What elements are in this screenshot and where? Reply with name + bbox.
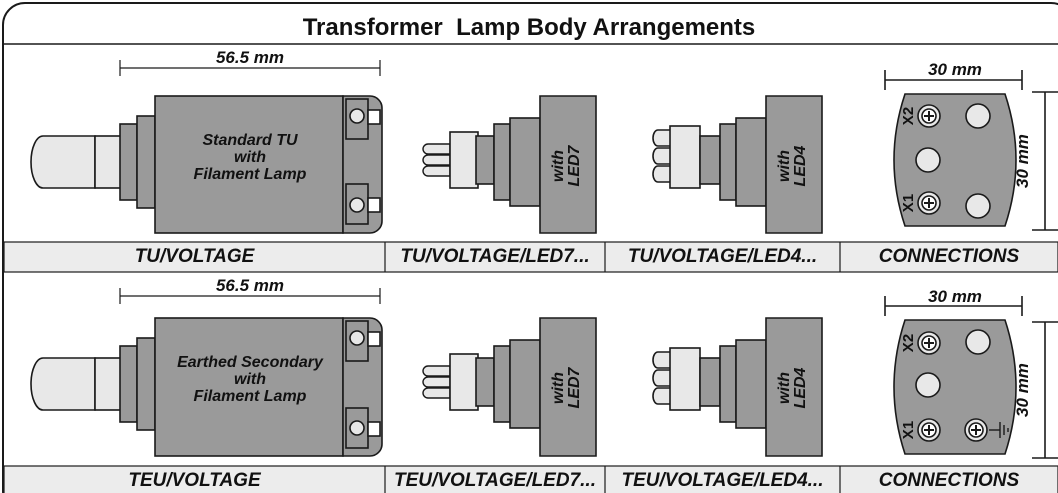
conn-height-label-row1: 30 mm xyxy=(1013,134,1032,188)
led4-text-row1: with LED4 xyxy=(776,145,809,187)
terminal-x1-row1: X1 xyxy=(900,193,917,213)
dimension-line-row1 xyxy=(119,60,381,76)
terminal-x2-row1: X2 xyxy=(900,106,917,126)
led4-lamp-body-row1 xyxy=(652,95,823,234)
conn-width-label-row2: 30 mm xyxy=(928,287,982,306)
dimension-line-row2 xyxy=(119,288,381,304)
earthed-secondary-lamp-body xyxy=(30,317,383,457)
led7-lamp-body-row2 xyxy=(422,317,597,457)
body-text-row2: Earthed Secondary with Filament Lamp xyxy=(177,354,323,405)
connections-plate-row2 xyxy=(884,296,1058,459)
earth-symbol-icon xyxy=(989,422,1009,438)
led7-text-row1: with LED7 xyxy=(550,145,583,187)
connections-plate-row1 xyxy=(884,70,1058,231)
led4-text-row2: with LED4 xyxy=(776,367,809,409)
led7-text-row2: with LED7 xyxy=(550,367,583,409)
dimension-label-row2: 56.5 mm xyxy=(215,276,285,295)
dimension-label-row1: 56.5 mm xyxy=(215,48,285,67)
conn-height-label-row2: 30 mm xyxy=(1013,363,1032,417)
label-connections-row2: CONNECTIONS xyxy=(878,470,1020,491)
terminal-x2-row2: X2 xyxy=(900,333,917,353)
label-tu-voltage: TU/VOLTAGE xyxy=(134,246,255,267)
conn-width-label-row1: 30 mm xyxy=(928,60,982,79)
label-band-row2 xyxy=(3,465,1058,493)
column-dividers xyxy=(384,242,841,493)
diagram-title: Transformer Lamp Body Arrangements xyxy=(302,14,756,41)
label-tu-voltage-led4: TU/VOLTAGE/LED4... xyxy=(627,246,818,267)
label-connections-row1: CONNECTIONS xyxy=(878,246,1020,267)
label-teu-voltage: TEU/VOLTAGE xyxy=(128,470,261,491)
led7-lamp-body-row1 xyxy=(422,95,597,234)
label-band-row1 xyxy=(3,241,1058,273)
standard-tu-lamp-body xyxy=(30,95,383,234)
body-text-row1: Standard TU with Filament Lamp xyxy=(193,132,307,183)
terminal-x1-row2: X1 xyxy=(900,420,917,440)
led4-lamp-body-row2 xyxy=(652,317,823,457)
label-tu-voltage-led7: TU/VOLTAGE/LED7... xyxy=(400,246,590,267)
label-teu-voltage-led4: TEU/VOLTAGE/LED4... xyxy=(621,470,824,491)
label-teu-voltage-led7: TEU/VOLTAGE/LED7... xyxy=(394,470,596,491)
